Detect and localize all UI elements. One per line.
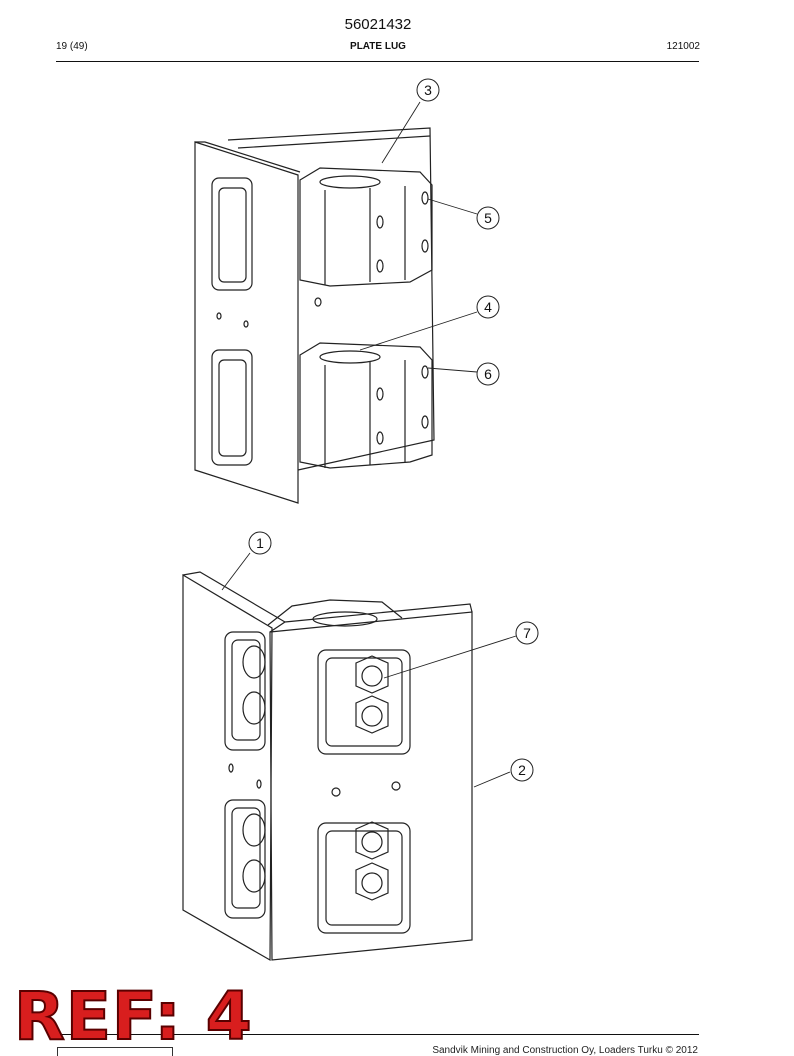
top-assembly (194, 127, 435, 504)
footer-rule (56, 1034, 699, 1035)
header-rule (56, 61, 699, 62)
ref-watermark: REF: 4 (13, 978, 253, 1055)
page-indicator: 19 (49) (56, 41, 88, 52)
date-code: 121002 (666, 41, 700, 52)
callout-bubbles (248, 78, 539, 782)
callout-2: 2 (518, 762, 526, 778)
bottom-assembly (182, 571, 473, 962)
leader-lines (221, 101, 517, 788)
callout-7: 7 (523, 625, 531, 641)
bolt-heads (355, 655, 389, 901)
callout-1: 1 (256, 535, 264, 551)
copyright-footer: Sandvik Mining and Construction Oy, Load… (432, 1045, 698, 1056)
page-title: PLATE LUG (350, 41, 406, 52)
callout-3: 3 (424, 82, 432, 98)
callout-6: 6 (484, 366, 492, 382)
document-number: 56021432 (344, 16, 412, 33)
logo (57, 1047, 173, 1056)
callout-4: 4 (484, 299, 492, 315)
callout-5: 5 (484, 210, 492, 226)
